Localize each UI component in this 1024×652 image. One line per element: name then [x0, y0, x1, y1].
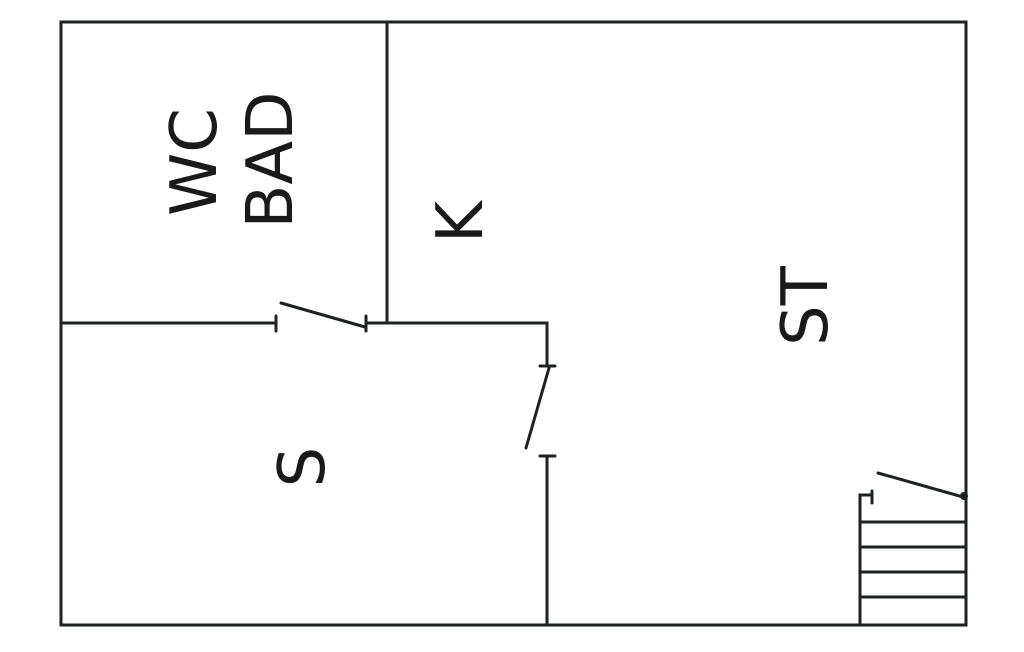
door-bedroom[interactable] — [524, 366, 551, 450]
room-label-bad: BAD — [234, 92, 308, 229]
door-leaf — [524, 366, 551, 450]
door-leaf — [279, 301, 367, 329]
room-label-bedroom: S — [266, 447, 340, 488]
door-wc-bad[interactable] — [279, 301, 367, 329]
room-label-wc: WC — [158, 108, 232, 216]
door-leaf — [876, 471, 965, 499]
door-hinge — [960, 492, 968, 500]
room-label-living: ST — [769, 265, 843, 346]
stairs[interactable] — [858, 489, 966, 627]
room-label-kitchen: K — [424, 199, 498, 243]
door-stairs[interactable] — [876, 471, 968, 500]
